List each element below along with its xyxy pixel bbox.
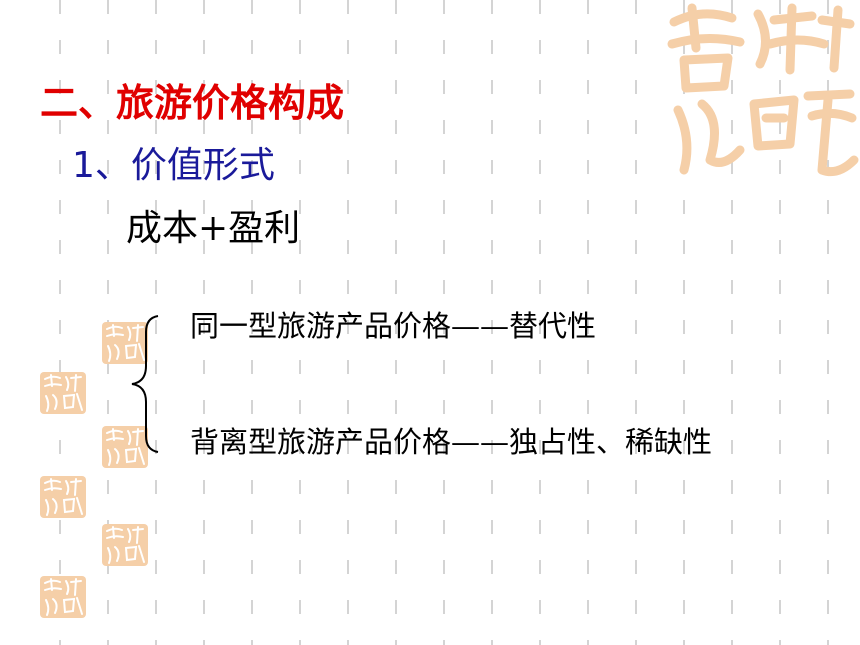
seal-stamp-icon — [40, 372, 86, 414]
seal-stamp-icon — [102, 426, 148, 468]
price-type-item: 同一型旅游产品价格——替代性 — [190, 309, 597, 343]
slide-subheading: 1、价值形式 — [72, 145, 275, 186]
curly-brace-icon — [131, 315, 159, 453]
value-formula: 成本+盈利 — [126, 208, 301, 249]
slide-heading: 二、旅游价格构成 — [40, 81, 345, 125]
seal-stamp-icon — [40, 576, 86, 618]
seal-stamp-icon — [102, 524, 148, 566]
price-type-item: 背离型旅游产品价格——独占性、稀缺性 — [190, 425, 713, 459]
seal-stamp-icon — [102, 322, 148, 364]
seal-stamp-icon — [40, 476, 86, 518]
seal-stamp-icon — [667, 3, 859, 177]
